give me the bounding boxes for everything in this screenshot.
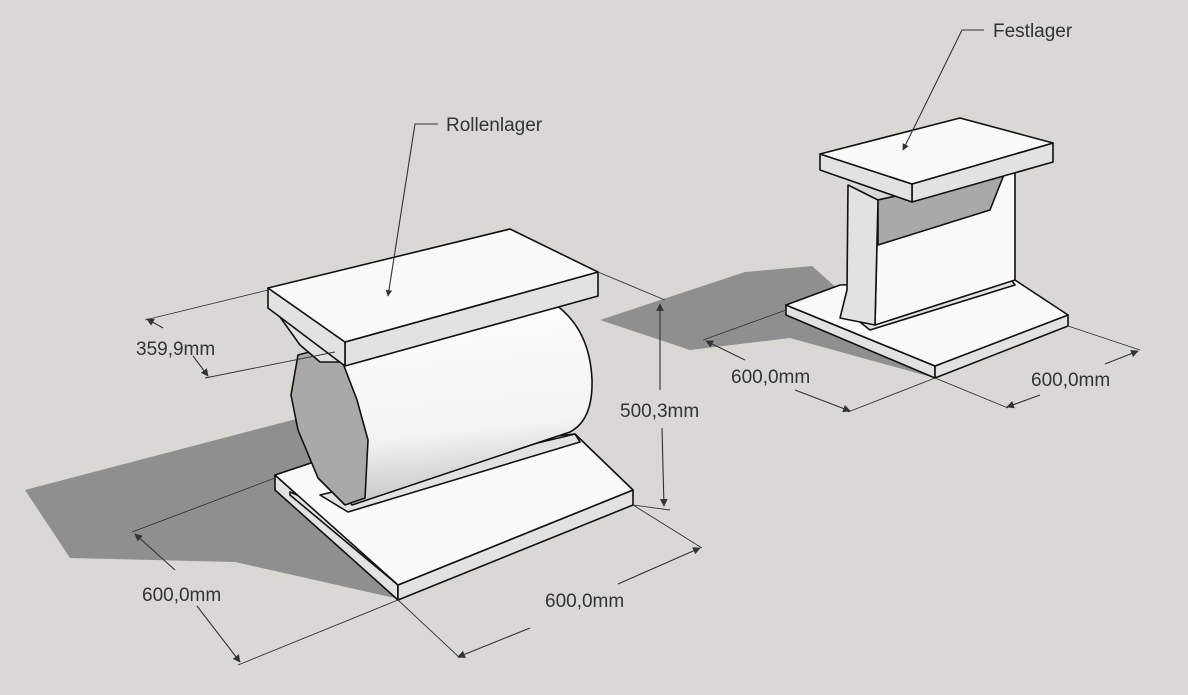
dimension-fixed-base-width: 600,0mm xyxy=(934,325,1141,409)
dimension-roller-base-width: 600,0mm xyxy=(397,504,703,659)
dim-fixed-base-width-label: 600,0mm xyxy=(1031,370,1110,391)
dimension-roller-top-depth: 359,9mm xyxy=(136,289,336,379)
dimension-roller-height: 500,3mm xyxy=(597,271,699,511)
dim-roller-top-depth-label: 359,9mm xyxy=(136,339,215,360)
festlager-leader: Festlager xyxy=(902,21,1073,151)
roller-bearing xyxy=(267,228,634,601)
fixed-bearing-shadow xyxy=(600,266,935,378)
festlager-label: Festlager xyxy=(993,21,1073,42)
rollenlager-label: Rollenlager xyxy=(446,115,543,136)
dim-roller-base-width-label: 600,0mm xyxy=(545,591,624,612)
dim-roller-height-label: 500,3mm xyxy=(620,401,699,422)
roller-cylinder-end xyxy=(290,344,369,506)
rollenlager-leader: Rollenlager xyxy=(385,115,543,297)
dim-roller-base-depth-label: 600,0mm xyxy=(142,585,221,606)
dimension-fixed-base-depth: 600,0mm xyxy=(702,309,936,413)
fixed-bearing xyxy=(785,117,1069,379)
dimension-roller-base-depth: 600,0mm xyxy=(131,477,399,666)
dim-fixed-base-depth-label: 600,0mm xyxy=(731,367,810,388)
roller-bearing-shadow xyxy=(25,418,395,598)
fixed-web-left xyxy=(839,184,879,326)
